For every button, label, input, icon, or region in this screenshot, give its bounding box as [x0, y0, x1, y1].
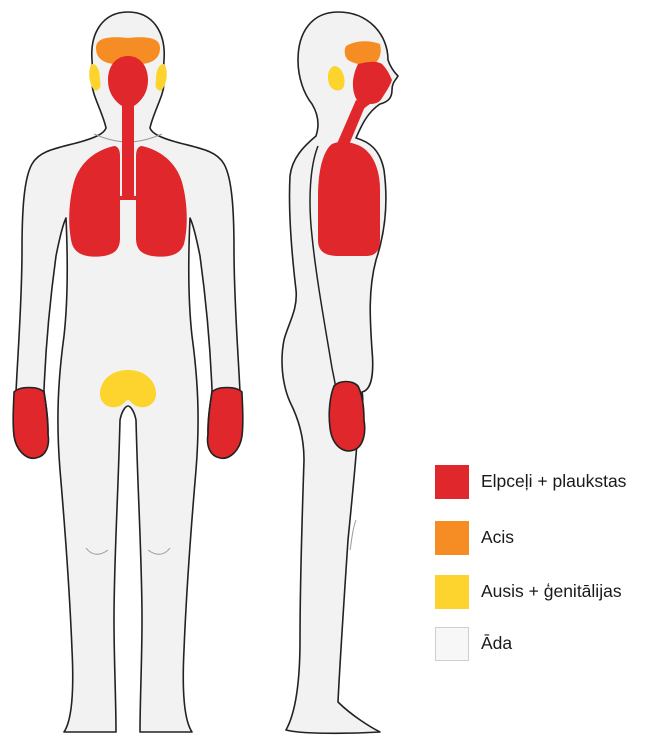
side-hand-region — [329, 382, 364, 451]
legend-item-ears-genitals: Ausis + ģenitālijas — [435, 575, 662, 609]
legend-label-eyes: Acis — [481, 527, 514, 548]
legend-item-airways-palms: Elpceļi + plaukstas — [435, 465, 662, 499]
legend-item-eyes: Acis — [435, 521, 662, 555]
legend-swatch-eyes — [435, 521, 469, 555]
side-lung-region — [318, 142, 380, 256]
front-right-hand-region — [208, 388, 243, 459]
side-body-figure — [282, 12, 398, 733]
side-body-silhouette — [282, 12, 398, 733]
legend-label-skin: Āda — [481, 633, 512, 654]
legend-label-ears-genitals: Ausis + ģenitālijas — [481, 581, 622, 602]
front-body-figure — [13, 12, 243, 732]
legend-swatch-skin — [435, 627, 469, 661]
side-knee-line — [350, 520, 356, 550]
legend-swatch-airways-palms — [435, 465, 469, 499]
legend-swatch-ears-genitals — [435, 575, 469, 609]
legend-item-skin: Āda — [435, 627, 662, 661]
front-left-hand-region — [13, 388, 48, 459]
legend-label-airways-palms: Elpceļi + plaukstas — [481, 471, 626, 492]
